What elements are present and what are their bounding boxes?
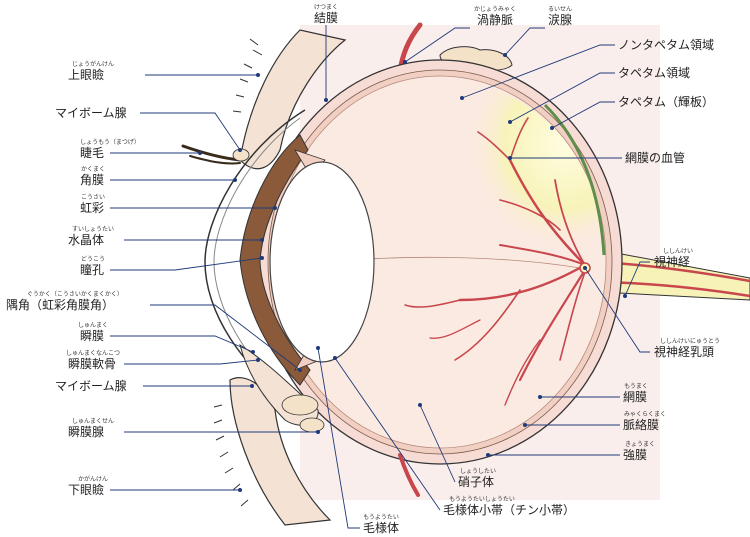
ciliary-body-ruby: もうようたい [363, 514, 399, 521]
optic-nerve-ruby: ししんけい [663, 248, 693, 255]
nictitans-label: 瞬膜 [80, 329, 104, 343]
retinal-vessels-group [404, 117, 587, 406]
eyelash-shape-2 [189, 155, 241, 165]
iris-ruby: こうさい [81, 194, 105, 201]
lower-eyelid-ruby: かがんけん [78, 475, 108, 483]
eyelash-label: 睫毛 [80, 146, 104, 160]
optic-disc-ruby: ししんけいにゅうとう [660, 338, 720, 345]
nictitans-gland-shape [281, 394, 319, 416]
nictitans-cartilage-ruby: しゅんまくなんこつ [66, 350, 120, 357]
vortex-vein-ruby: かじょうみゃく [474, 6, 516, 13]
choroid-label: 脈絡膜 [623, 417, 659, 432]
conjunctiva-ruby: けつまく [314, 4, 338, 11]
retina-label: 網膜 [623, 390, 647, 404]
tapetum-label: タペタム（輝板） [618, 95, 714, 109]
lens-ruby: すいしょうたい [72, 226, 114, 233]
lacrimal-gland-ruby: るいせん [548, 6, 572, 13]
iridocorneal-angle-ruby: ぐうかく（こうさいかくまくかく） [27, 291, 123, 298]
optic-nerve-label: 視神経 [654, 254, 690, 269]
iridocorneal-angle-label: 隅角（虹彩角膜角） [6, 298, 114, 312]
upper-eyelid-ruby: じょうがんけん [72, 60, 114, 68]
lower-eyelid-label: 下眼瞼 [68, 482, 104, 497]
optic-disc-label: 視神経乳頭 [654, 344, 714, 359]
iris-shape [239, 134, 311, 386]
ciliary-body-label: 毛様体 [363, 521, 399, 535]
upper-lid-hair [232, 38, 263, 113]
lower-lid-hair [213, 404, 249, 507]
conjunctiva-label: 結膜 [314, 11, 338, 25]
leader-lines [110, 25, 650, 529]
nictitans-cartilage-label: 瞬膜軟骨 [68, 356, 116, 371]
choroid-ruby: みゃくらくまく [624, 411, 666, 418]
meibomian-lower-label: マイボーム腺 [55, 379, 127, 393]
nictitans-gland-shape-2 [299, 417, 325, 433]
lens-shape [269, 161, 375, 363]
sclera-ruby: きょうまく [625, 441, 655, 448]
tapetum-region-label: タペタム領域 [618, 65, 690, 80]
zonule-label: 毛様体小帯（チン小帯） [443, 503, 575, 517]
eyelash-ruby: しょうもう（まつげ） [80, 138, 140, 146]
cornea-ruby: かくまく [81, 166, 105, 173]
vitreous-ruby: しょうしたい [460, 468, 496, 475]
nictitans-ruby: しゅんまく [78, 322, 108, 329]
retina-ruby: もうまく [624, 383, 648, 390]
vitreous-label: 硝子体 [458, 475, 494, 489]
nictitans-gland-label: 瞬膜腺 [68, 425, 104, 439]
upper-eyelid-label: 上眼瞼 [68, 67, 104, 82]
retinal-vessels-label: 網膜の血管 [625, 150, 685, 165]
lacrimal-gland-label: 涙腺 [548, 12, 572, 27]
meibomian-upper-label: マイボーム腺 [55, 106, 127, 120]
tapetum-line [543, 103, 606, 256]
iris-label: 虹彩 [80, 201, 104, 215]
non-tapetum-label: ノンタペタム領域 [618, 37, 714, 52]
sclera-label: 強膜 [623, 448, 647, 462]
pupil-label: 瞳孔 [80, 262, 104, 277]
zonule-ruby: もうようたいしょうたい [449, 496, 515, 503]
lower-scleral-vessel [398, 453, 420, 497]
nictitans-gland-ruby: しゅんまくせん [72, 418, 114, 425]
vortex-vein-label: 渦静脈 [477, 12, 513, 27]
cornea-label: 角膜 [80, 173, 104, 187]
lens-label: 水晶体 [68, 233, 104, 247]
pupil-ruby: どうこう [81, 255, 105, 263]
